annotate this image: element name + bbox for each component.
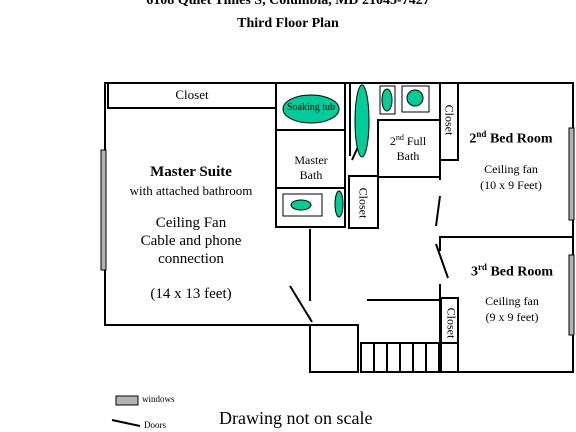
master-toilet-shape	[334, 190, 344, 218]
master-sink-box	[282, 193, 323, 217]
window-master-left	[100, 149, 107, 271]
bed2-fan: Ceiling fan	[484, 162, 538, 176]
bottom-closet-label: Closet	[444, 307, 459, 339]
legend-windows-label: windows	[142, 394, 175, 404]
bed3-size: (9 x 9 feet)	[485, 310, 539, 324]
floor-title: Third Floor Plan	[237, 16, 339, 31]
bath-sink-box	[379, 85, 396, 115]
window-bed3	[568, 254, 575, 336]
master-feature-fan: Ceiling Fan	[155, 215, 227, 231]
master-feature-connection: connection	[158, 251, 224, 267]
full-bath-label-1: 2nd Full	[389, 133, 427, 148]
master-suite-title: Master Suite	[150, 164, 232, 180]
bath-toilet-shape	[406, 89, 424, 107]
full-bath-label-2: Bath	[396, 149, 420, 163]
top-closet-label: Closet	[175, 87, 209, 102]
door-bed3	[435, 243, 449, 279]
master-bath-label-2: Bath	[299, 168, 323, 182]
legend-window-swatch	[115, 395, 139, 406]
bath-closet-box	[348, 175, 379, 229]
door-bed2	[435, 195, 441, 227]
master-bath-label-1: Master	[294, 153, 328, 167]
bath-tub-shape	[354, 84, 370, 158]
window-bed2	[568, 127, 575, 221]
master-sink-shape	[290, 199, 312, 211]
scale-note: Drawing not on scale	[219, 408, 373, 428]
bed3-title: 3rd Bed Room	[470, 262, 554, 280]
bed2-title: 2nd Bed Room	[469, 129, 553, 147]
door-master	[289, 285, 313, 323]
soaking-tub-label: Soaking tub	[286, 102, 336, 113]
bed2-size: (10 x 9 Feet)	[480, 178, 542, 192]
soaking-tub-shape	[282, 94, 340, 124]
master-suite-subtitle: with attached bathroom	[129, 183, 253, 198]
bath-closet-label: Closet	[356, 187, 371, 219]
bed3-fan: Ceiling fan	[485, 294, 539, 308]
address-title: 6108 Quiet Times S, Columbia, MD 21045-7…	[146, 0, 430, 8]
legend-doors-label: Doors	[144, 420, 166, 430]
hall-closet-label: Closet	[442, 104, 457, 136]
bath-sink-shape	[381, 88, 393, 112]
master-feature-cable: Cable and phone	[140, 233, 242, 249]
legend-door-line	[111, 419, 141, 427]
hall-bottom-wall	[309, 324, 359, 373]
bath-toilet-box	[401, 85, 430, 113]
master-suite-size: (14 x 13 feet)	[150, 286, 232, 302]
